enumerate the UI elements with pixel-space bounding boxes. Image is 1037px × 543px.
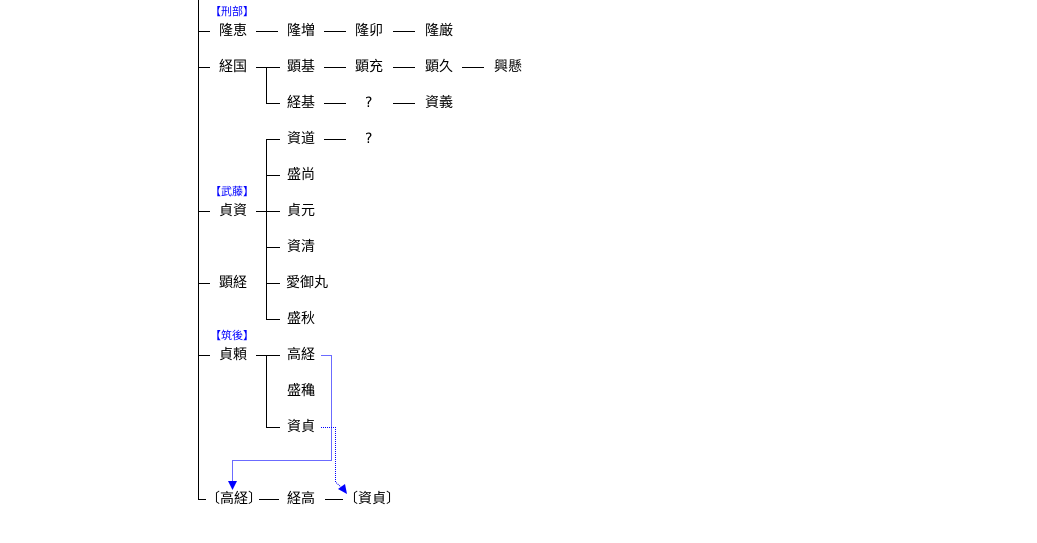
- person: 資道: [287, 131, 315, 147]
- person: 愛御丸: [286, 275, 328, 291]
- person-unknown: ?: [365, 131, 373, 147]
- person: 資貞: [287, 419, 315, 435]
- person: 顕基: [287, 59, 315, 75]
- arrow-head-icon: [338, 484, 347, 494]
- person-reference: 〔高経〕: [206, 491, 262, 507]
- person: 隆厳: [425, 23, 453, 39]
- person: 貞元: [287, 203, 315, 219]
- branch-stubs: [198, 31, 210, 356]
- person: 資清: [287, 239, 315, 255]
- person: 資義: [425, 95, 453, 111]
- person: 経基: [287, 95, 315, 111]
- person: 貞資: [219, 203, 247, 219]
- person: 高経: [287, 347, 315, 363]
- person: 顕充: [355, 59, 383, 75]
- sadasuke-fork: [256, 139, 346, 320]
- person: 経国: [219, 59, 247, 75]
- takatsune-link: [232, 355, 332, 482]
- person: 顕経: [219, 275, 247, 291]
- person: 経高: [287, 491, 315, 507]
- house-label: 【刑部】: [210, 5, 254, 18]
- house-label: 【筑後】: [210, 329, 254, 342]
- house-label: 【武藤】: [210, 185, 254, 198]
- person: 隆増: [287, 23, 315, 39]
- main-trunk: [198, 0, 206, 500]
- person: 盛尚: [287, 167, 315, 183]
- sadayori-fork: [256, 355, 280, 428]
- tsunekuni-fork: [256, 67, 484, 104]
- arrow-head-icon: [228, 481, 237, 490]
- person: 顕久: [425, 59, 453, 75]
- person: 隆恵: [219, 23, 247, 39]
- person: 隆卯: [355, 23, 383, 39]
- person: 貞頼: [219, 347, 247, 363]
- person-unknown: ?: [365, 95, 373, 111]
- person-reference: 〔資貞〕: [344, 491, 400, 507]
- person: 興懸: [494, 59, 522, 75]
- person: 盛秋: [287, 311, 315, 327]
- person: 盛穐: [287, 383, 315, 399]
